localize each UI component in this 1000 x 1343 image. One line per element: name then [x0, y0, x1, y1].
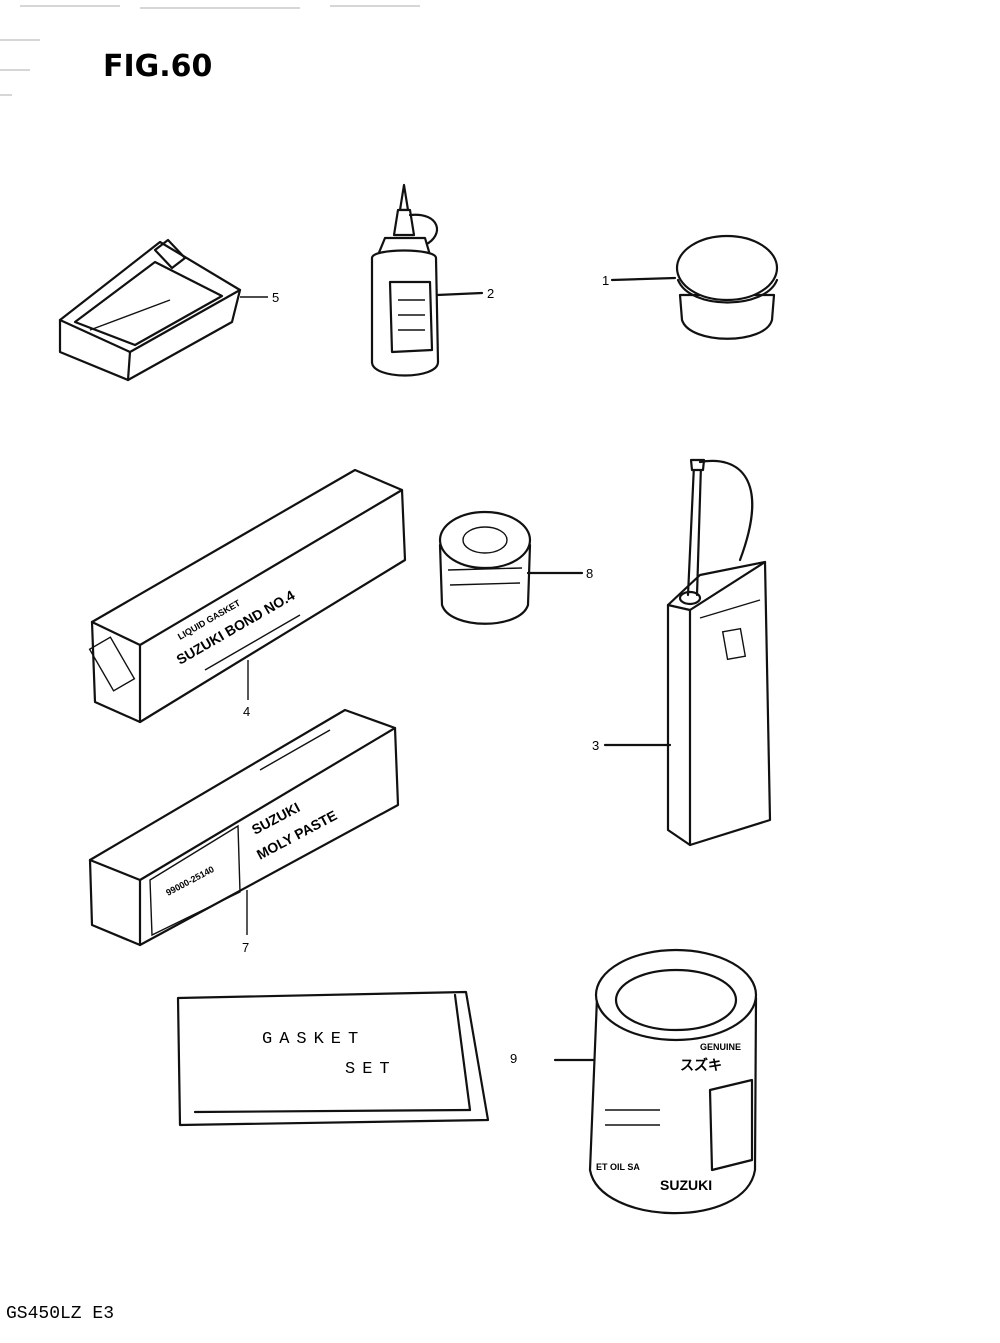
callout-9: 9 — [510, 1051, 517, 1066]
gasket-line-2: SET — [345, 1060, 397, 1079]
can-code: ET OIL SA — [596, 1162, 640, 1172]
part-4-bond-box: LIQUID GASKET SUZUKI BOND NO.4 — [88, 468, 407, 724]
callout-8: 8 — [586, 566, 593, 581]
part-9-gasket-set: GASKET SET — [176, 990, 490, 1127]
gasket-line-1: GASKET — [262, 1030, 365, 1049]
callout-3: 3 — [592, 738, 599, 753]
part-5-box — [58, 238, 242, 382]
can-katakana: スズキ — [680, 1057, 722, 1073]
part-8-tin — [438, 510, 532, 625]
part-7-moly-box: SUZUKI MOLY PASTE 99000-25140 — [88, 708, 400, 947]
callout-4: 4 — [243, 704, 250, 719]
part-3-oil-can — [666, 458, 772, 847]
part-2-bottle — [370, 183, 440, 377]
callout-line-2 — [435, 291, 484, 297]
callout-1: 1 — [602, 273, 609, 288]
part-1-jar — [675, 234, 779, 340]
scan-noise — [0, 5, 420, 96]
callout-5: 5 — [272, 290, 279, 305]
figure-title: FIG.60 — [103, 49, 212, 84]
callout-7: 7 — [242, 940, 249, 955]
model-code: GS450LZ E3 — [6, 1304, 114, 1324]
large-can: GENUINE スズキ SUZUKI ET OIL SA — [588, 948, 758, 1215]
callout-line-1 — [610, 276, 677, 282]
can-brand: SUZUKI — [660, 1177, 712, 1193]
callout-2: 2 — [487, 286, 494, 301]
can-genuine: GENUINE — [700, 1042, 741, 1052]
